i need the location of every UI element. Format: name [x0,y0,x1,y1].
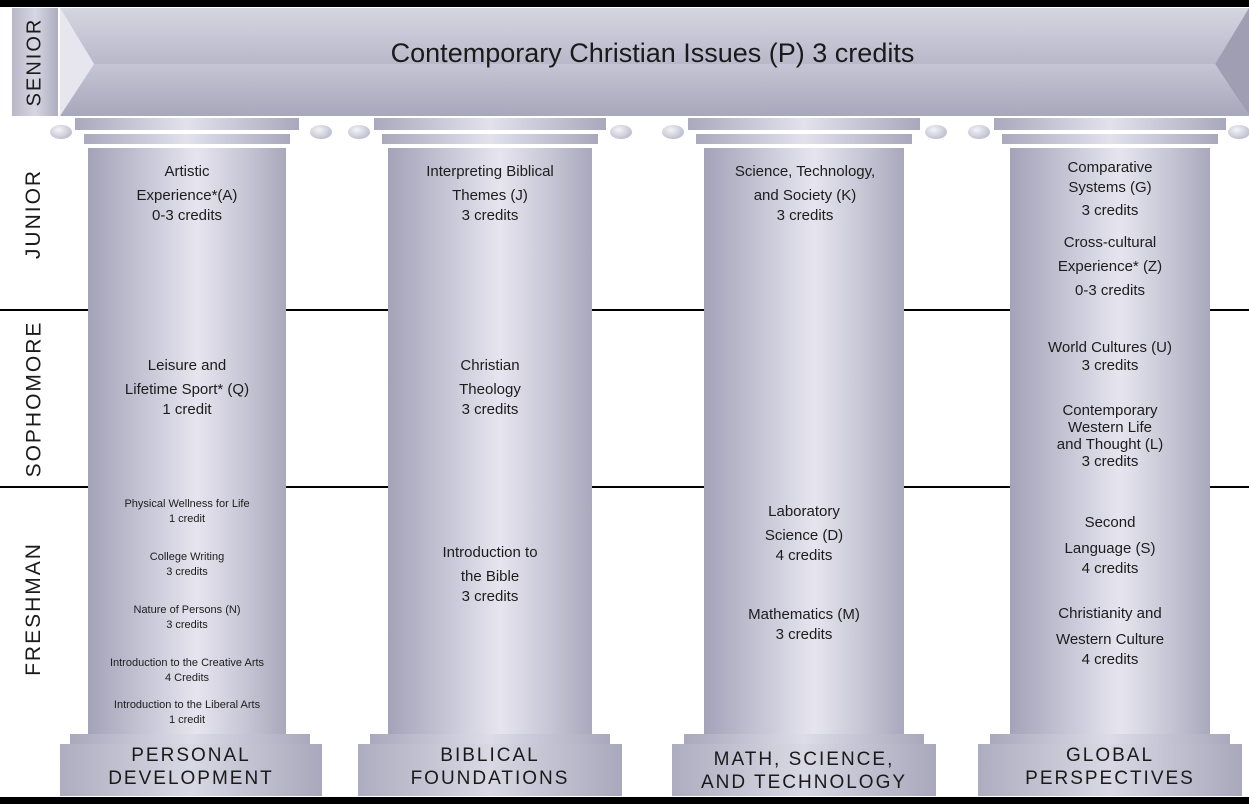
pillar-3-base-torus [684,734,924,744]
pillar-3-freshman-course-2: Mathematics (M)3 credits [748,606,860,643]
pillar-4-bead-left [968,125,990,139]
pillar-2-bead-right [610,125,632,139]
pillar-2-base-torus [370,734,610,744]
pillar-2-shaft [388,148,592,734]
pillar-3-label: MATH, SCIENCE,AND TECHNOLOGY [672,744,936,796]
bottom-border [0,797,1249,804]
pillar-3-junior-course: Science, Technology,and Society (K)3 cre… [734,163,876,224]
pillar-4-shaft [1010,148,1210,734]
top-border [0,0,1249,7]
row-label-senior: SENIOR [12,8,58,116]
pillar-3-echinus [696,134,912,144]
divider-junior-sophomore [0,309,1249,311]
diagram-title: Contemporary Christian Issues (P) 3 cred… [390,38,915,68]
row-label-sophomore: SOPHOMORE [22,320,46,478]
pillar-1-shaft [88,148,286,734]
pillar-1-abacus [75,118,299,130]
pillar-1-bead-right [310,125,332,139]
row-label-junior: JUNIOR [22,168,46,260]
pillar-4-abacus [994,118,1226,130]
capital-banner [60,8,1249,116]
pillar-4-echinus [1002,134,1218,144]
pillar-2-bead-left [348,125,370,139]
pillar-3-shaft [704,148,904,734]
divider-sophomore-freshman [0,486,1249,488]
pillar-4-base-torus [990,734,1230,744]
pillar-3-bead-left [662,125,684,139]
pillar-1-base-torus [70,734,310,744]
pillar-3-bead-right [925,125,947,139]
pillar-4-bead-right [1228,125,1249,139]
row-label-freshman: FRESHMAN [22,542,45,676]
pillar-1-bead-left [50,125,72,139]
pillar-1-echinus [84,134,290,144]
pillar-3-abacus [688,118,920,130]
pillar-2-echinus [382,134,598,144]
pillar-4-sophomore-course-1: World Cultures (U)3 credits [1048,339,1172,374]
pillar-1-freshman-course-3: Nature of Persons (N)3 credits [133,604,241,631]
pillar-2-abacus [374,118,606,130]
